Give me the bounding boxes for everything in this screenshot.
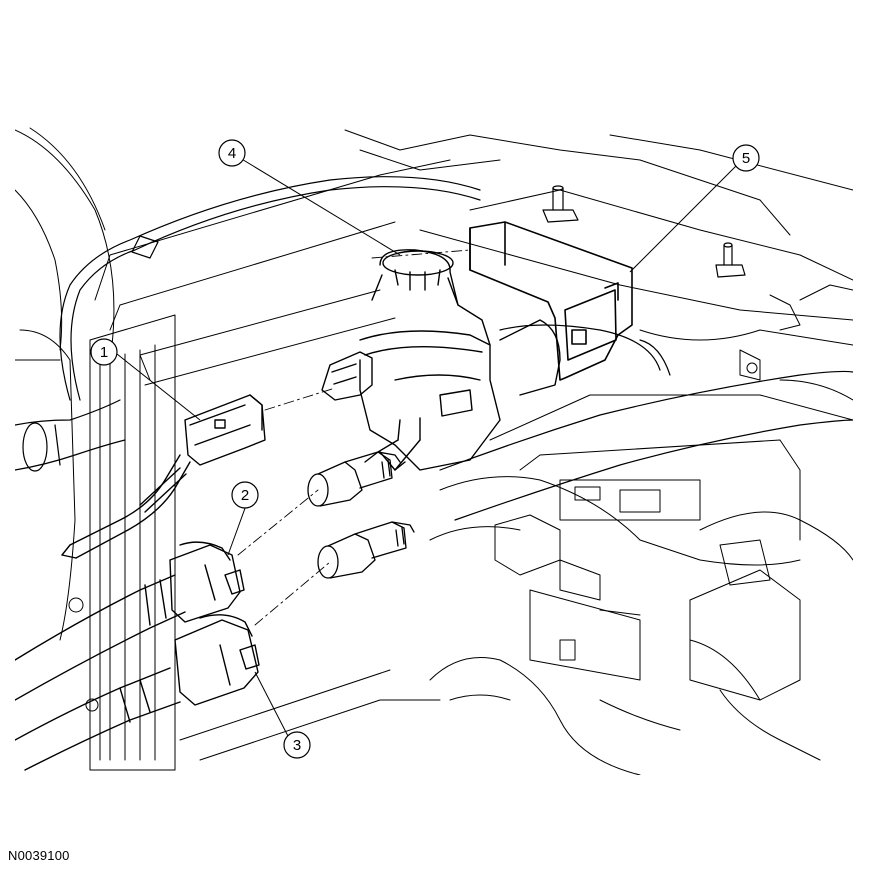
quick-connect-fitting-upper bbox=[169, 541, 245, 623]
engine-bay-components bbox=[179, 284, 853, 775]
svg-text:1: 1 bbox=[100, 344, 108, 361]
valve-pipe-lower bbox=[317, 521, 415, 579]
electrical-connector bbox=[61, 394, 266, 559]
callout-2: 2 bbox=[231, 481, 259, 509]
callout-4: 4 bbox=[218, 139, 246, 167]
callout-1: 1 bbox=[90, 338, 118, 366]
valve-pipe-upper bbox=[307, 451, 401, 507]
cowl-panel bbox=[94, 129, 853, 386]
radiator bbox=[68, 314, 176, 771]
svg-text:3: 3 bbox=[293, 737, 301, 754]
leader-lines bbox=[116, 157, 741, 741]
svg-text:4: 4 bbox=[228, 145, 236, 162]
wiring-loom bbox=[59, 176, 481, 401]
heater-hose-lower bbox=[15, 667, 181, 771]
svg-text:2: 2 bbox=[241, 487, 249, 504]
purge-valve-bracket bbox=[469, 221, 633, 381]
quick-connect-fitting-lower bbox=[174, 614, 260, 706]
heater-hose-upper bbox=[15, 574, 186, 701]
callout-3: 3 bbox=[283, 731, 311, 759]
svg-text:5: 5 bbox=[742, 150, 750, 167]
mounting-studs bbox=[542, 185, 746, 278]
radiator-hose bbox=[15, 399, 126, 472]
callout-5: 5 bbox=[732, 144, 760, 172]
figure-id: N0039100 bbox=[8, 848, 70, 863]
fender-structure bbox=[15, 127, 115, 641]
alignment-lines bbox=[237, 249, 471, 626]
illustration bbox=[15, 127, 853, 775]
purge-valve bbox=[321, 249, 561, 471]
intake-duct bbox=[439, 324, 853, 521]
